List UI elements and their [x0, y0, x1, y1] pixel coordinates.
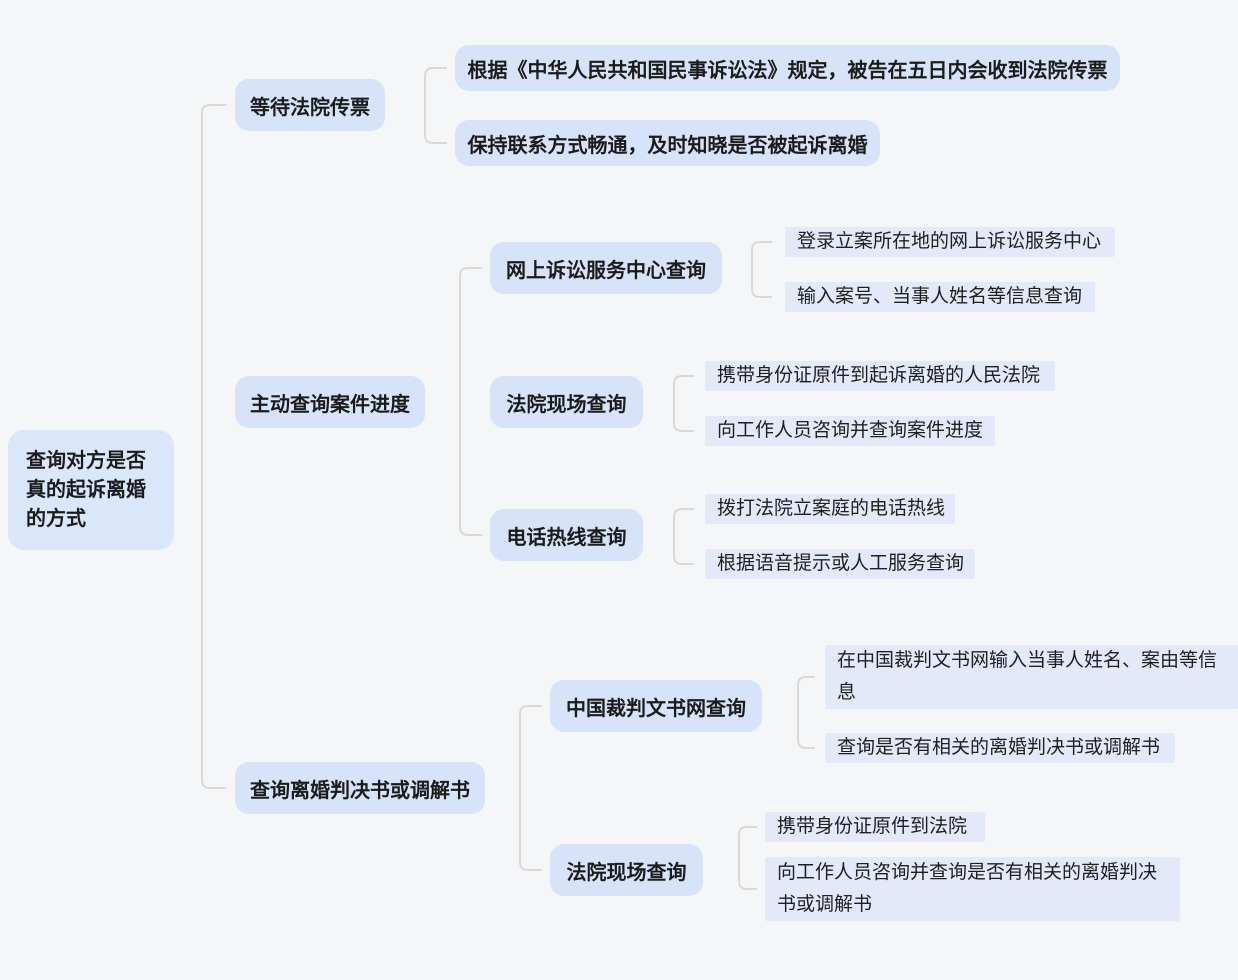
- branch-node-check-judgment-mediation[interactable]: 查询离婚判决书或调解书: [235, 762, 485, 814]
- leaf-enter-case-number-names[interactable]: 输入案号、当事人姓名等信息查询: [785, 282, 1095, 312]
- subnode-court-onsite-query-2[interactable]: 法院现场查询: [550, 844, 703, 896]
- leaf-ask-staff-related-judgment-mediation[interactable]: 向工作人员咨询并查询是否有相关的离婚判决书或调解书: [765, 857, 1180, 921]
- leaf-enter-names-cause-on-wenshu[interactable]: 在中国裁判文书网输入当事人姓名、案由等信息: [825, 645, 1238, 709]
- branch-node-wait-court-summons[interactable]: 等待法院传票: [235, 79, 385, 131]
- connector-court-onsite2-rail: [738, 826, 757, 890]
- connector-branch2-rail: [459, 267, 482, 536]
- connector-phone-hotline-rail: [673, 508, 694, 565]
- subnode-civil-procedure-law-rule[interactable]: 根据《中华人民共和国民事诉讼法》规定，被告在五日内会收到法院传票: [455, 45, 1120, 91]
- leaf-voice-prompt-or-manual-service[interactable]: 根据语音提示或人工服务查询: [705, 549, 975, 579]
- subnode-online-litigation-center[interactable]: 网上诉讼服务中心查询: [490, 242, 722, 294]
- leaf-call-filing-division-hotline[interactable]: 拨打法院立案庭的电话热线: [705, 494, 955, 524]
- subnode-keep-contact-open[interactable]: 保持联系方式畅通，及时知晓是否被起诉离婚: [455, 120, 880, 166]
- connector-wenshu-rail: [797, 676, 815, 749]
- root-node-query-methods[interactable]: 查询对方是否真的起诉离婚的方式: [8, 430, 174, 550]
- leaf-ask-staff-case-progress[interactable]: 向工作人员咨询并查询案件进度: [705, 416, 995, 446]
- connector-court-onsite1-rail: [673, 375, 694, 432]
- subnode-china-judgment-website[interactable]: 中国裁判文书网查询: [550, 680, 762, 732]
- subnode-court-onsite-query-1[interactable]: 法院现场查询: [490, 376, 643, 428]
- subnode-phone-hotline-query[interactable]: 电话热线查询: [490, 509, 643, 561]
- leaf-check-related-judgment-mediation[interactable]: 查询是否有相关的离婚判决书或调解书: [825, 733, 1175, 763]
- connector-online-center-rail: [751, 241, 772, 298]
- branch-node-check-case-progress[interactable]: 主动查询案件进度: [235, 376, 425, 428]
- connector-branch1-rail: [424, 67, 447, 144]
- connector-branch3-rail: [519, 705, 542, 871]
- connector-root-rail: [201, 104, 226, 789]
- leaf-bring-id-to-court[interactable]: 携带身份证原件到法院: [765, 812, 985, 842]
- leaf-bring-id-to-divorce-court[interactable]: 携带身份证原件到起诉离婚的人民法院: [705, 361, 1055, 391]
- leaf-login-local-online-center[interactable]: 登录立案所在地的网上诉讼服务中心: [785, 227, 1115, 257]
